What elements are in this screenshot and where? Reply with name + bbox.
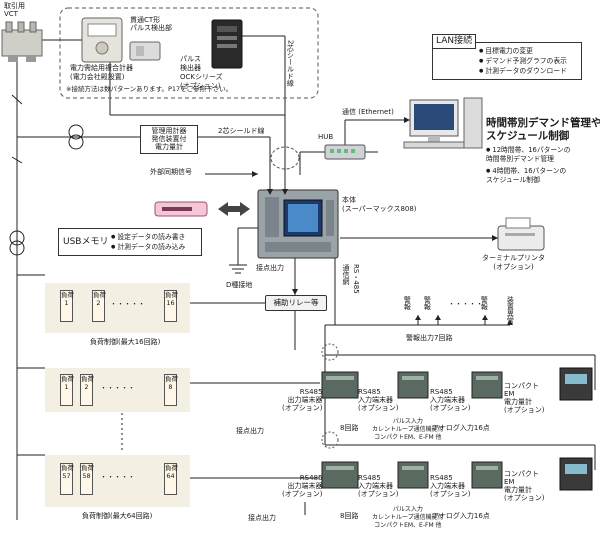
- pulse-input-label: パルス入力 カレントループ通信機能付 コンパクトEM、E-FM 他: [372, 506, 444, 529]
- ct-label: 貫通CT形 パルス検出部: [130, 16, 172, 33]
- transformer-icon: [9, 230, 25, 256]
- alarm-label: 警報: [403, 296, 412, 310]
- cable-ellipse: [321, 431, 339, 449]
- load-group-1-label: 負荷制御(最大16回路): [90, 338, 161, 346]
- out-terminal-label: RS485 出力端末器 (オプション): [282, 474, 323, 498]
- hub-icon: [324, 144, 366, 160]
- load-16: 負荷 16: [164, 290, 178, 322]
- alarm-label: 警報: [423, 296, 432, 310]
- pc-icon: [403, 97, 483, 149]
- schedule-title: 時間帯別デマンド管理や スケジュール制御: [486, 117, 600, 142]
- contact-output-label-3: 接点出力: [248, 514, 276, 522]
- circuits-8-label: 8回路: [340, 512, 359, 520]
- load-1: 負荷 1: [60, 290, 74, 322]
- aux-relay-box: 補助リレー等: [265, 295, 327, 311]
- shield-label-1: 2芯シールド線: [286, 40, 295, 87]
- external-sync-label: 外部同期信号: [150, 168, 192, 176]
- usb-stick-icon: [154, 201, 208, 217]
- lan-title: LAN接続: [432, 34, 477, 49]
- contact-output-label: 接点出力: [256, 264, 284, 272]
- connection-note: ※接続方法は数パターンあります。P17をご参照下さい。: [66, 85, 233, 93]
- out-terminal-label: RS485 出力端末器 (オプション): [282, 388, 323, 412]
- mgmt-meter-box: 管理用計器 発信装置付 電力量計: [140, 125, 198, 154]
- meter-region-frame: [59, 7, 319, 99]
- cable-ellipse: [270, 146, 300, 170]
- compact-em-label: コンパクト EM 電力量計 (オプション): [504, 382, 545, 414]
- load-2: 負荷 2: [80, 374, 94, 406]
- schedule-item: 4時間帯、16パターンの スケジュール制御: [486, 167, 571, 185]
- load-57: 負荷 57: [60, 463, 74, 495]
- vct-icon: [1, 21, 43, 62]
- vct-label: 取引用 VCT: [4, 2, 25, 19]
- load-dots: ・・・・・: [110, 300, 145, 308]
- usb-item: 計測データの読み込み: [111, 242, 185, 252]
- pulse-input-label: パルス入力 カレントループ通信機能付 コンパクトEM、E-FM 他: [372, 418, 444, 441]
- lan-features: 目標電力の変更 デマンド予測グラフの表示 計測データのダウンロード: [479, 46, 567, 76]
- rs485-out-terminal-icon: [321, 461, 359, 489]
- rs485-in-terminal-icon: [471, 371, 503, 399]
- transformer-icon: [68, 124, 84, 150]
- rs485-network-label: RS・485 通信網: [342, 264, 360, 294]
- contact-output-label-2: 接点出力: [236, 427, 264, 435]
- in-terminal-label: RS485 入力端末器 (オプション): [358, 474, 399, 498]
- bidirectional-arrow-icon: [218, 202, 250, 216]
- printer-icon: [497, 217, 545, 251]
- lan-box: LAN接続 目標電力の変更 デマンド予測グラフの表示 計測データのダウンロード: [432, 34, 582, 80]
- schedule-features: 12時間帯、16パターンの 時間帯別デマンド管理 4時間帯、16パターンの スケ…: [486, 146, 571, 185]
- lan-item: デマンド予測グラフの表示: [479, 56, 567, 66]
- analog-16-label: アナログ入力16点: [432, 424, 490, 432]
- rs485-in-terminal-icon: [397, 371, 429, 399]
- usb-label: USBメモリ: [63, 237, 109, 247]
- main-unit-icon: [257, 189, 339, 259]
- alarm-label: 警報: [480, 296, 489, 310]
- load-dots: ・・・・・: [100, 473, 135, 481]
- arrowheads: [252, 117, 513, 325]
- wiring: [11, 35, 596, 520]
- meter-label: 電力需給用複合計器 (電力会社殿設置): [70, 64, 133, 81]
- usb-features: 設定データの読み書き 計測データの読み込み: [111, 232, 185, 252]
- load-2: 負荷 2: [92, 290, 106, 322]
- cable-ellipse: [321, 343, 339, 361]
- ct-sensor-icon: [129, 41, 161, 61]
- lan-item: 目標電力の変更: [479, 46, 567, 56]
- schedule-item: 12時間帯、16パターンの 時間帯別デマンド管理: [486, 146, 571, 164]
- load-64: 負荷 64: [164, 463, 178, 495]
- rs485-in-terminal-icon: [471, 461, 503, 489]
- load-58: 負荷 58: [80, 463, 94, 495]
- circuits-8-label: 8回路: [340, 424, 359, 432]
- main-unit-label: 本体 (スーパーマックス808): [342, 196, 417, 213]
- pulse-detector-label: パルス 検出器 OCKシリーズ (オプション): [180, 55, 223, 90]
- analog-16-label: アナログ入力16点: [432, 512, 490, 520]
- hub-label: HUB: [318, 133, 334, 141]
- usb-box: USBメモリ 設定データの読み書き 計測データの読み込み: [58, 228, 202, 256]
- load-8: 負荷 8: [164, 374, 178, 406]
- rs485-out-terminal-icon: [321, 371, 359, 399]
- pulse-detector-icon: [211, 19, 243, 69]
- compact-em-meter-icon: [559, 457, 593, 491]
- printer-label: ターミナルプリンタ (オプション): [482, 254, 545, 271]
- lan-item: 計測データのダウンロード: [479, 66, 567, 76]
- device-fault-label: 装置異常: [506, 296, 515, 324]
- in-terminal-label: RS485 入力端末器 (オプション): [430, 388, 471, 412]
- usb-item: 設定データの読み書き: [111, 232, 185, 242]
- load-dots: ・・・・・: [100, 384, 135, 392]
- compact-em-meter-icon: [559, 367, 593, 401]
- in-terminal-label: RS485 入力端末器 (オプション): [358, 388, 399, 412]
- alarm-output-label: 警報出力7回路: [406, 334, 453, 342]
- kwh-meter-icon: [81, 17, 123, 63]
- shield-label-2: 2芯シールド線: [218, 127, 265, 135]
- load-group-3-label: 負荷制御(最大64回路): [82, 512, 153, 520]
- rs485-in-terminal-icon: [397, 461, 429, 489]
- compact-em-label: コンパクト EM 電力量計 (オプション): [504, 470, 545, 502]
- in-terminal-label: RS485 入力端末器 (オプション): [430, 474, 471, 498]
- ethernet-label: 通信 (Ethernet): [342, 108, 394, 116]
- load-1: 負荷 1: [60, 374, 74, 406]
- ground-label: D種接地: [226, 281, 253, 289]
- alarm-dots: ・・・・・: [448, 300, 483, 308]
